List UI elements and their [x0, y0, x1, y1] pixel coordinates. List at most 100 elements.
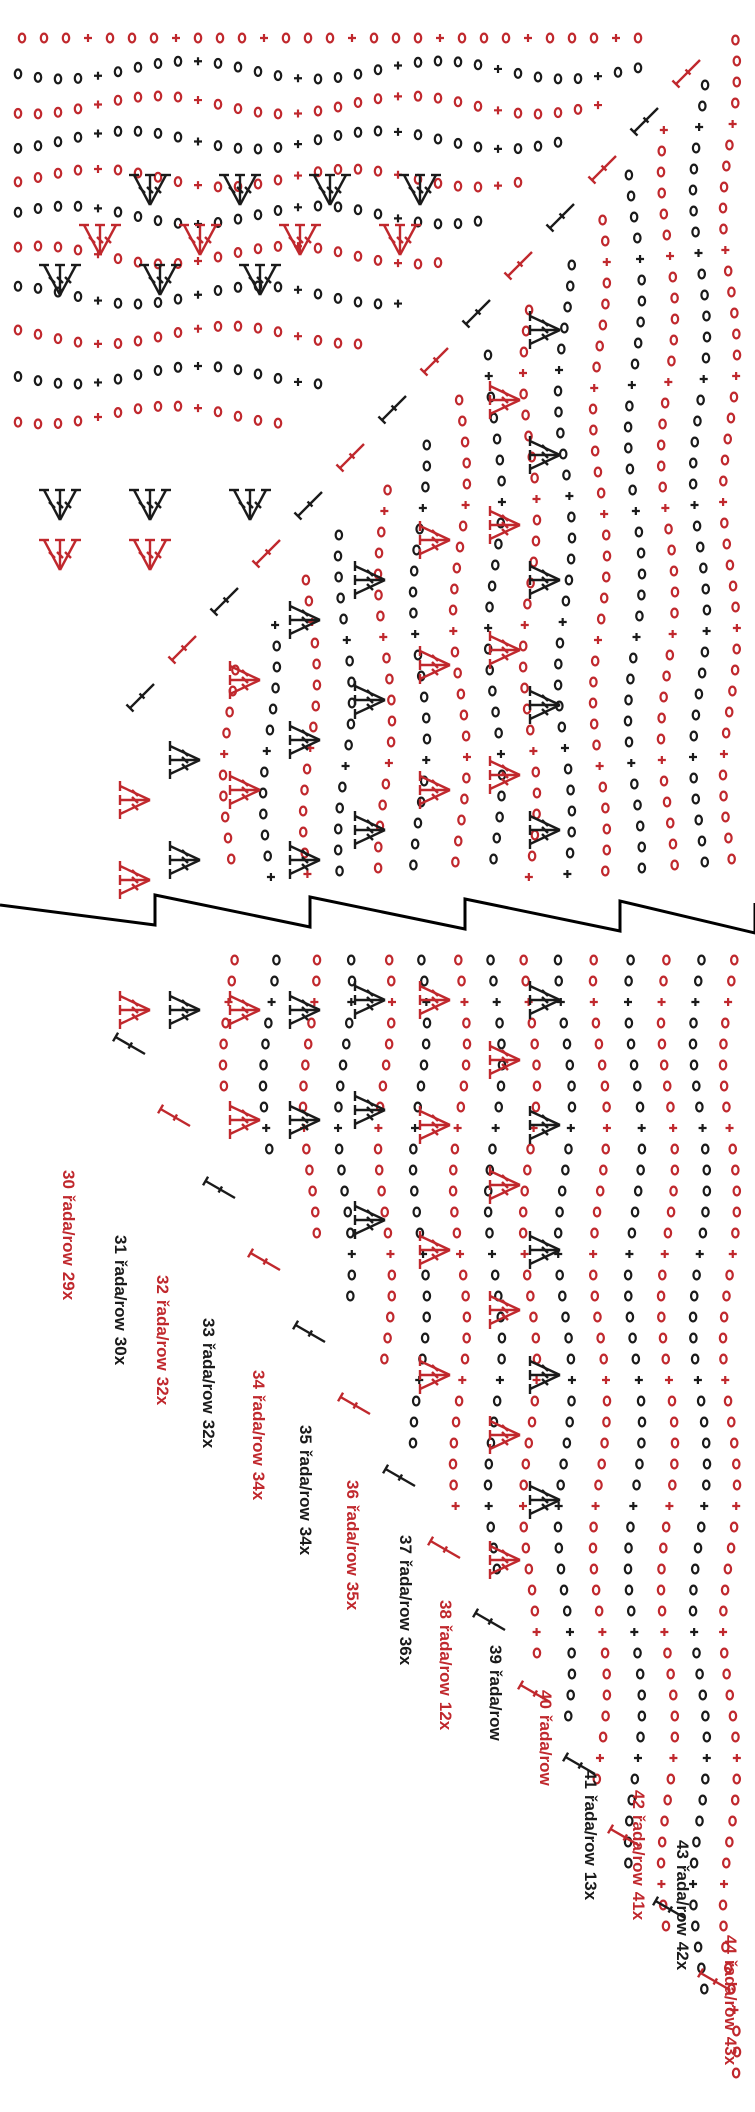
chain-stitch — [412, 840, 418, 849]
single-crochet — [596, 1754, 604, 1762]
chain-stitch — [55, 243, 61, 252]
single-crochet — [632, 507, 640, 515]
chain-stitch — [565, 1712, 571, 1721]
chain-stitch — [335, 203, 341, 212]
double-crochet-cluster — [420, 981, 450, 1019]
row-label-row: 38 — [435, 1600, 455, 1619]
chain-stitch — [223, 729, 229, 738]
chain-stitch — [690, 1607, 696, 1616]
chain-stitch — [597, 342, 603, 351]
chain-stitch — [721, 1082, 727, 1091]
single-crochet — [484, 624, 492, 632]
chain-stitch — [235, 144, 241, 153]
row-label-repeat: 13x — [580, 1872, 600, 1900]
single-crochet — [462, 501, 470, 509]
chain-stitch — [283, 34, 289, 43]
chain-stitch — [388, 738, 394, 747]
single-crochet — [696, 1250, 704, 1258]
slip-stitch — [420, 348, 448, 376]
chain-stitch — [255, 324, 261, 333]
single-crochet — [625, 1250, 633, 1258]
chain-stitch — [496, 1103, 502, 1112]
chain-stitch — [220, 792, 226, 801]
chain-stitch — [302, 1061, 308, 1070]
chain-stitch — [720, 1040, 726, 1049]
chain-stitch — [315, 75, 321, 84]
chain-stitch — [15, 144, 21, 153]
chain-stitch — [658, 1859, 664, 1868]
chain-stitch — [455, 956, 461, 965]
single-crochet — [669, 1124, 677, 1132]
slip-stitch — [672, 60, 700, 88]
chain-stitch — [115, 299, 121, 308]
row-label-text: řada/row — [628, 1815, 648, 1886]
chain-stitch — [562, 1166, 568, 1175]
chain-stitch — [222, 1019, 228, 1028]
chain-stitch — [300, 828, 306, 837]
chain-stitch — [531, 474, 537, 483]
single-crochet — [493, 998, 501, 1006]
chain-stitch — [115, 127, 121, 136]
single-crochet — [194, 57, 202, 65]
chain-stitch — [461, 711, 467, 720]
chain-stitch — [410, 861, 416, 870]
row-label-text: řada/row — [295, 1450, 315, 1521]
chain-stitch — [379, 801, 385, 810]
chain-stitch — [534, 789, 540, 798]
row-label: 39řada/row — [485, 1645, 505, 1747]
chain-stitch — [699, 669, 705, 678]
chain-stitch — [345, 1208, 351, 1217]
row-label-text: řada/row — [198, 1343, 218, 1414]
single-crochet — [694, 249, 702, 257]
chain-stitch — [559, 723, 565, 732]
chain-stitch — [520, 1229, 526, 1238]
chain-stitch — [659, 1271, 665, 1280]
chain-stitch — [638, 1439, 644, 1448]
chain-stitch — [486, 603, 492, 612]
chain-stitch — [535, 142, 541, 151]
chain-stitch — [255, 244, 261, 253]
chain-stitch — [275, 283, 281, 292]
chain-stitch — [702, 1208, 708, 1217]
single-crochet — [700, 1502, 708, 1510]
chain-stitch — [389, 1292, 395, 1301]
chain-stitch — [389, 1271, 395, 1280]
chain-stitch — [463, 1019, 469, 1028]
chain-stitch — [690, 1019, 696, 1028]
chain-stitch — [503, 34, 509, 43]
chain-stitch — [488, 1523, 494, 1532]
chain-stitch — [435, 179, 441, 188]
single-crochet — [568, 1376, 576, 1384]
chain-stitch — [593, 741, 599, 750]
chain-stitch — [635, 1187, 641, 1196]
single-crochet — [661, 504, 669, 512]
chain-stitch — [424, 1019, 430, 1028]
single-crochet — [657, 1880, 665, 1888]
chain-stitch — [696, 816, 702, 825]
chain-stitch — [515, 144, 521, 153]
double-crochet-cluster — [530, 981, 560, 1019]
chain-stitch — [636, 1460, 642, 1469]
chain-stitch — [721, 519, 727, 528]
chain-stitch — [701, 1985, 707, 1994]
chain-stitch — [559, 1292, 565, 1301]
single-crochet — [262, 1124, 270, 1132]
chain-stitch — [337, 1082, 343, 1091]
chain-stitch — [377, 612, 383, 621]
single-crochet — [194, 96, 202, 104]
single-crochet — [94, 129, 102, 137]
chain-stitch — [220, 771, 226, 780]
chain-stitch — [547, 34, 553, 43]
row-label-text: řada/row — [395, 1560, 415, 1631]
single-crochet — [703, 1754, 711, 1762]
chain-stitch — [668, 1775, 674, 1784]
chain-stitch — [415, 34, 421, 43]
chain-stitch — [355, 98, 361, 107]
chain-stitch — [591, 1565, 597, 1574]
single-crochet — [733, 624, 741, 632]
chain-stitch — [261, 1103, 267, 1112]
chain-stitch — [383, 654, 389, 663]
chain-stitch — [527, 1292, 533, 1301]
chain-stitch — [600, 783, 606, 792]
chain-stitch — [564, 1040, 570, 1049]
